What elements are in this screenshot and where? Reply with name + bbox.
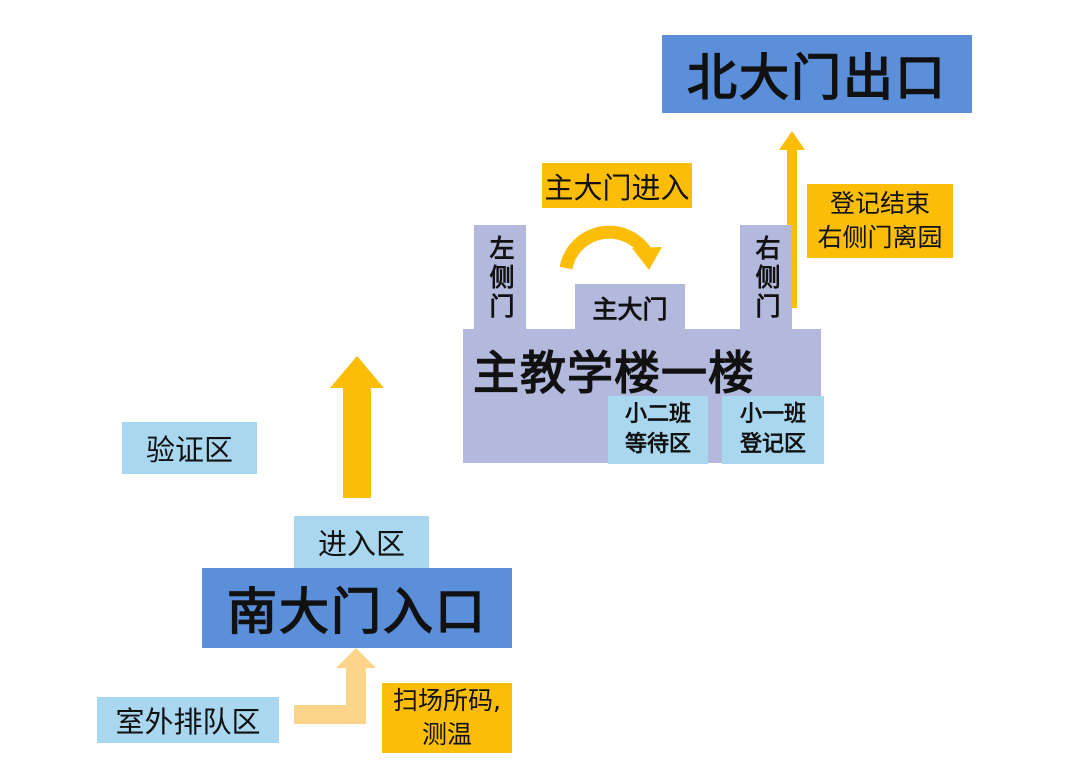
left-side-door: 左侧门 (474, 225, 526, 331)
main-door-entry-label: 主大门进入 (542, 163, 692, 208)
up-arrow-icon (330, 356, 384, 498)
register-end-label: 登记结束 右侧门离园 (807, 184, 953, 258)
main-building-label: 主教学楼一楼 (473, 346, 755, 400)
south-entrance-box: 南大门入口 (202, 568, 512, 648)
class1-register-area: 小一班 登记区 (722, 396, 824, 464)
main-door: 主大门 (575, 284, 685, 332)
entry-area: 进入区 (294, 516, 429, 568)
north-exit-box: 北大门出口 (662, 35, 972, 113)
class2-waiting-area: 小二班 等待区 (608, 396, 708, 464)
scan-temp-label: 扫场所码, 测温 (382, 683, 512, 753)
curved-arrow-head-icon (632, 247, 662, 270)
queue-arrow-icon (294, 648, 376, 724)
exit-arrow-icon (779, 131, 805, 308)
outdoor-queue-area: 室外排队区 (97, 697, 279, 743)
verification-area: 验证区 (122, 422, 257, 474)
curved-arrow-icon (559, 225, 652, 270)
right-side-door: 右侧门 (740, 225, 792, 331)
